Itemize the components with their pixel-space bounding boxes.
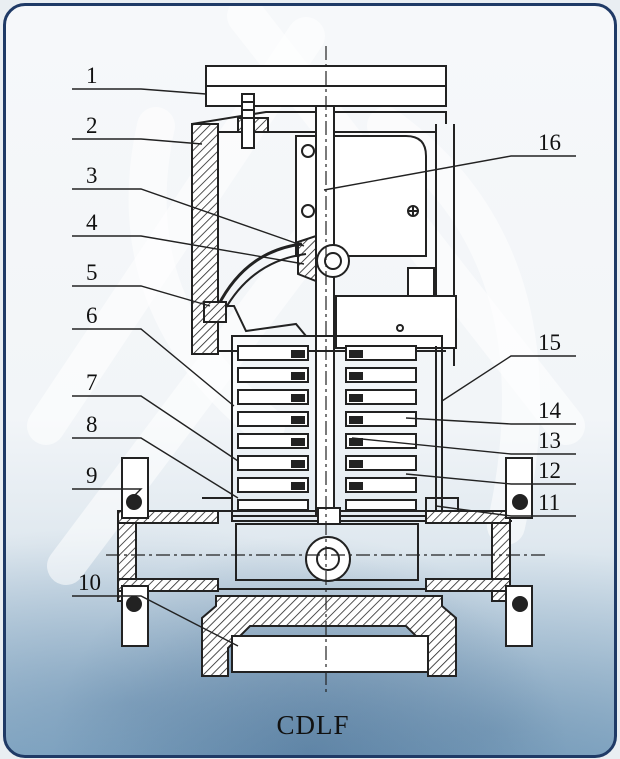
callout-2: 2 — [86, 113, 98, 138]
pump-cross-section — [72, 46, 576, 696]
callout-6: 6 — [86, 303, 98, 328]
callout-13: 13 — [538, 428, 561, 453]
callout-4: 4 — [86, 210, 98, 235]
callout-5: 5 — [86, 260, 98, 285]
pump-base — [201, 595, 457, 677]
callout-12: 12 — [538, 458, 561, 483]
callout-7: 7 — [86, 370, 98, 395]
callout-11: 11 — [538, 490, 561, 515]
impeller-stages — [237, 345, 417, 511]
callout-8: 8 — [86, 412, 98, 437]
leader-lines — [72, 88, 576, 647]
callout-1: 1 — [86, 63, 98, 88]
callout-15: 15 — [538, 330, 561, 355]
model-name: CDLF — [276, 710, 350, 740]
callout-3: 3 — [86, 163, 98, 188]
callout-16: 16 — [538, 130, 561, 155]
callout-14: 14 — [538, 398, 561, 423]
diagram-frame: 1 2 3 4 5 6 7 8 9 10 11 12 13 14 15 16 C… — [3, 3, 617, 758]
callout-10: 10 — [78, 570, 101, 595]
pump-shaft — [315, 105, 335, 517]
callout-9: 9 — [86, 463, 98, 488]
